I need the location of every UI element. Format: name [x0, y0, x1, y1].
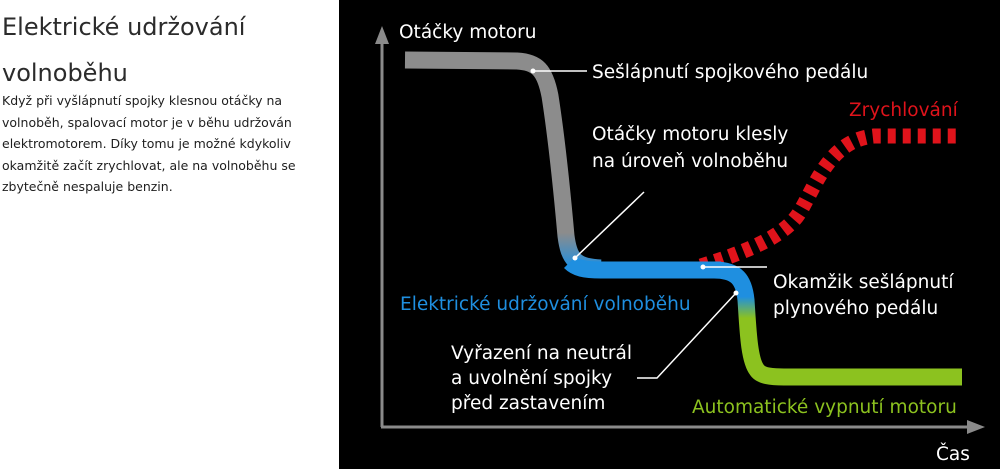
x-axis-arrow-icon — [967, 420, 985, 434]
callout-line-idle — [574, 191, 645, 259]
y-axis-arrow-icon — [375, 26, 389, 44]
callout-neutral-1: Vyřazení na neutrál — [451, 343, 632, 364]
auto-stop-curve — [713, 261, 962, 386]
engine-speed-curve — [404, 51, 602, 277]
callout-dot-throttle — [700, 264, 706, 270]
callout-dot-clutch — [530, 68, 536, 74]
callout-dot-idle — [572, 255, 578, 261]
article-title: Elektrické udržování volnoběhu — [2, 4, 332, 96]
y-axis-label: Otáčky motoru — [399, 22, 536, 43]
callout-idle-reached-2: na úroveň volnoběhu — [592, 151, 788, 172]
acceleration-curve — [698, 128, 960, 274]
callout-clutch-press: Sešlápnutí spojkového pedálu — [592, 62, 868, 83]
label-acceleration: Zrychlování — [849, 100, 959, 121]
diagram-canvas: Otáčky motoru Čas Sešlápnutí spojkového … — [375, 22, 985, 465]
callout-line-neutral — [637, 292, 737, 379]
article-body: Když při vyšlápnutí spojky klesnou otáčk… — [2, 93, 296, 194]
label-auto-stop: Automatické vypnutí motoru — [692, 397, 957, 418]
article-panel: Elektrické udržování volnoběhu Když při … — [0, 0, 339, 469]
callout-idle-reached-1: Otáčky motoru klesly — [592, 124, 788, 145]
electric-idle-curve — [563, 255, 721, 279]
article-title-line-2: volnoběhu — [2, 59, 128, 87]
x-axis-label: Čas — [936, 443, 970, 465]
label-electric-idle: Elektrické udržování volnoběhu — [400, 294, 691, 315]
article-title-line-1: Elektrické udržování — [2, 13, 246, 41]
callout-dot-neutral — [733, 290, 739, 296]
callout-neutral-2: a uvolnění spojky — [451, 368, 612, 389]
callout-neutral-3: před zastavením — [451, 393, 605, 414]
engine-speed-diagram: Otáčky motoru Čas Sešlápnutí spojkového … — [339, 0, 1000, 469]
callout-throttle-1: Okamžik sešlápnutí — [773, 272, 954, 293]
callout-throttle-2: plynového pedálu — [773, 298, 938, 319]
